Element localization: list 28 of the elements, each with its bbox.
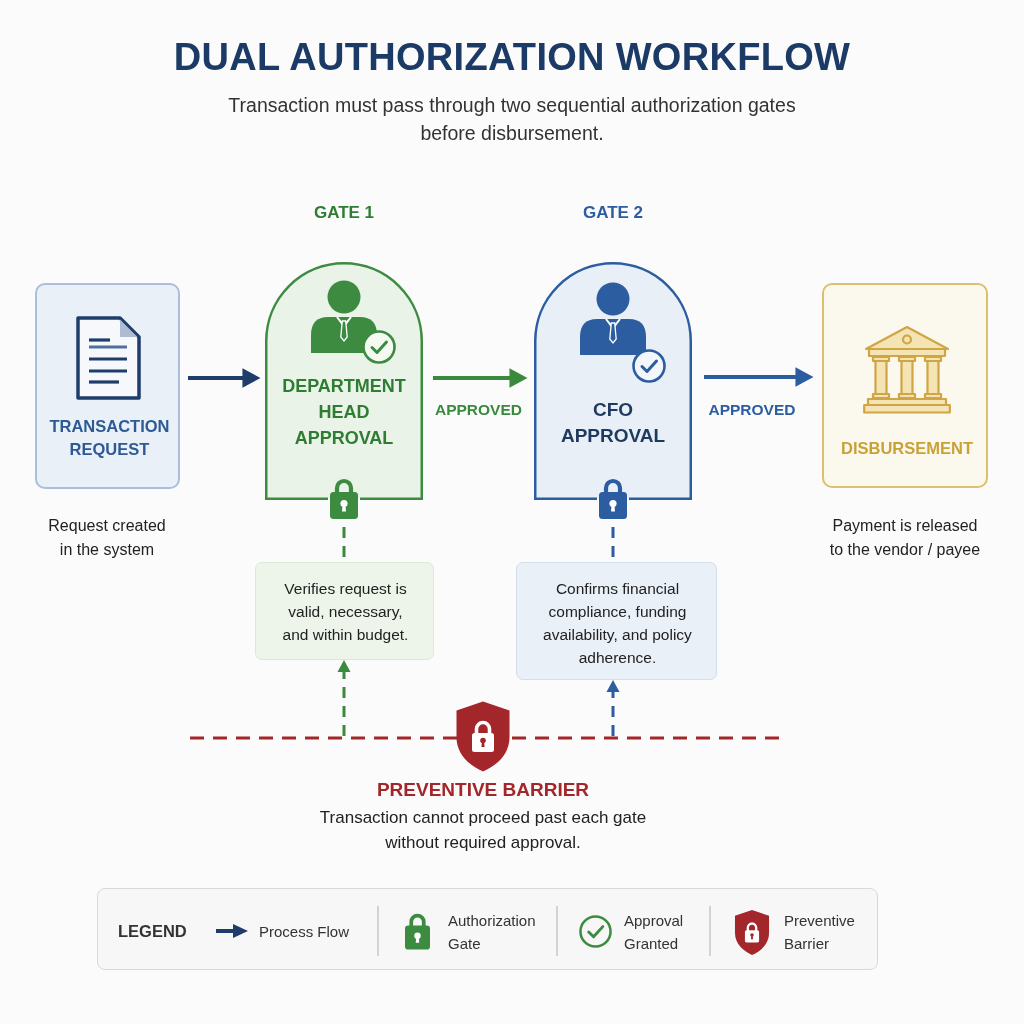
note-card bbox=[255, 562, 434, 660]
dashed-arrow bbox=[337, 660, 351, 736]
note-text: Verifies request is valid, necessary, and within budget. bbox=[281, 579, 410, 645]
dashed-arrow bbox=[606, 680, 620, 736]
note-text: Confirms financial compliance, funding availability, and policy adherence. bbox=[542, 579, 693, 668]
legend-title: LEGEND bbox=[118, 921, 188, 941]
process-card bbox=[822, 283, 988, 488]
barrier-heading: PREVENTIVE BARRIER bbox=[375, 779, 591, 801]
gate-title: DEPARTMENT HEAD APPROVAL bbox=[281, 375, 407, 450]
subtitle: Transaction must pass through two sequential authorization gates before disbursement. bbox=[227, 93, 797, 146]
legend-label: Process Flow bbox=[259, 922, 351, 942]
arrow bbox=[704, 367, 814, 387]
gate-heading: GATE 1 bbox=[312, 202, 376, 224]
note-card bbox=[516, 562, 717, 680]
card-title: DISBURSEMENT bbox=[840, 438, 974, 459]
arrow bbox=[188, 368, 261, 388]
card-title: TRANSACTION REQUEST bbox=[48, 416, 171, 460]
legend-label: Authorization Gate bbox=[448, 911, 537, 954]
legend-label: Preventive Barrier bbox=[784, 911, 856, 954]
gate-heading: GATE 2 bbox=[581, 202, 645, 224]
barrier-description: Transaction cannot proceed past each gate without required approval. bbox=[318, 807, 648, 854]
arrow bbox=[433, 368, 528, 388]
legend-label: Approval Granted bbox=[624, 911, 685, 954]
caption-text: Payment is released to the vendor / payee bbox=[828, 516, 982, 560]
gate-title: CFO APPROVAL bbox=[559, 398, 667, 448]
title: DUAL AUTHORIZATION WORKFLOW bbox=[173, 35, 851, 79]
caption-text: Request created in the system bbox=[47, 516, 167, 560]
process-card bbox=[35, 283, 180, 489]
